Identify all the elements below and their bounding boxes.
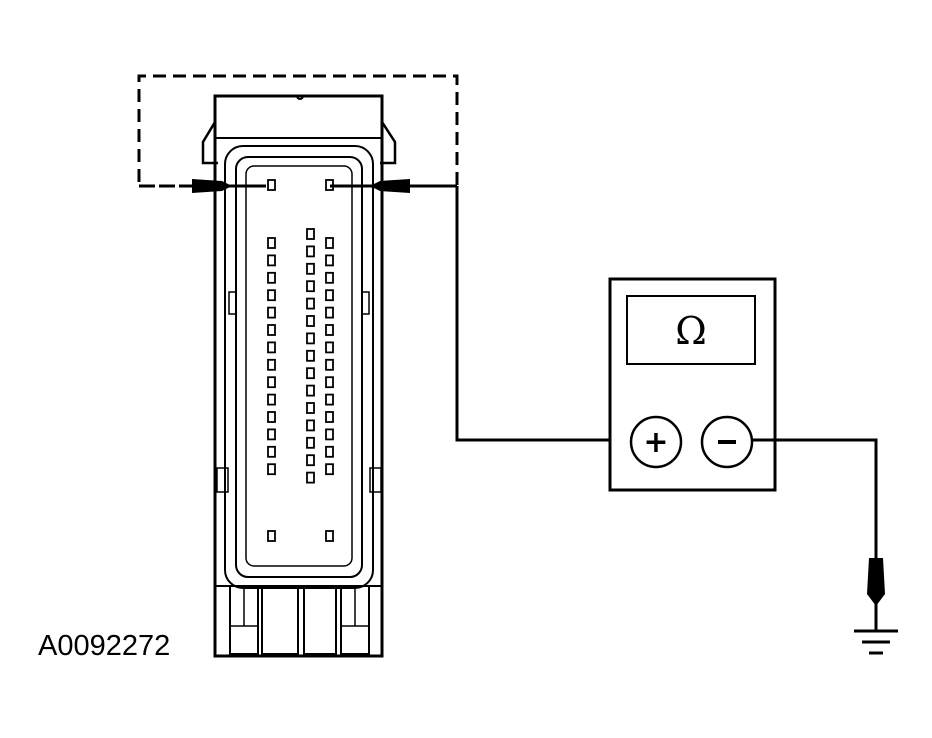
connector-pin (267, 411, 276, 423)
connector-pin-top-left (267, 179, 276, 191)
connector-pins (267, 179, 334, 542)
positive-lead-wire (455, 186, 630, 442)
connector-pin (325, 445, 334, 458)
connector-pin (306, 280, 315, 293)
connector-pin (306, 384, 315, 397)
ohm-symbol: Ω (675, 309, 707, 353)
probe-right (330, 179, 457, 193)
multimeter: Ω + (608, 277, 777, 492)
positive-terminal[interactable] (629, 415, 683, 469)
connector-pin (306, 349, 315, 362)
connector-pin (325, 254, 334, 267)
connector-pin (267, 428, 276, 441)
connector-pin (325, 289, 334, 302)
connector-pin (267, 271, 276, 284)
connector-pin (306, 245, 315, 258)
connector-pin (267, 445, 276, 458)
connector-pin (325, 376, 334, 389)
connector-pin (306, 367, 315, 380)
connector-pin (325, 358, 334, 371)
connector-pin (267, 376, 276, 389)
connector-pin (267, 289, 276, 302)
connector-pin (325, 463, 334, 476)
connector-pin (267, 341, 276, 354)
connector-pin (325, 411, 334, 423)
connector-pin (306, 436, 315, 449)
connector-pin (325, 324, 334, 336)
connector-pin (267, 254, 276, 267)
connector-pin (306, 332, 315, 345)
meter-display (626, 295, 756, 365)
positive-sign: + (643, 425, 668, 460)
connector-pin (306, 471, 315, 484)
connector-pin-bottom-right (325, 530, 334, 542)
connector-pin (306, 228, 315, 240)
connector-pin (267, 306, 276, 319)
negative-sign-bar (718, 440, 736, 444)
figure-reference-id: A0092272 (38, 630, 171, 662)
connector-body (201, 94, 397, 658)
connector-pin (267, 324, 276, 336)
negative-lead-wire (752, 438, 878, 560)
probe-left (139, 179, 266, 193)
connector-pin (306, 402, 315, 414)
connector-pin (325, 428, 334, 441)
ground-probe (867, 558, 885, 630)
connector-pin (325, 341, 334, 354)
connector-pin (325, 306, 334, 319)
connector-pin (306, 262, 315, 275)
connector-pin (267, 237, 276, 249)
connector-pin (267, 393, 276, 406)
connector-pin (306, 297, 315, 310)
connector-pin (267, 358, 276, 371)
connector-pin (306, 315, 315, 327)
connector-pin (325, 393, 334, 406)
ground-icon (854, 629, 898, 655)
connector-pin (306, 419, 315, 432)
connector-pin (267, 463, 276, 476)
connector-pin (325, 271, 334, 284)
connector-pin-bottom-left (267, 530, 276, 542)
connector-pin (325, 237, 334, 249)
connector-pin (306, 454, 315, 467)
